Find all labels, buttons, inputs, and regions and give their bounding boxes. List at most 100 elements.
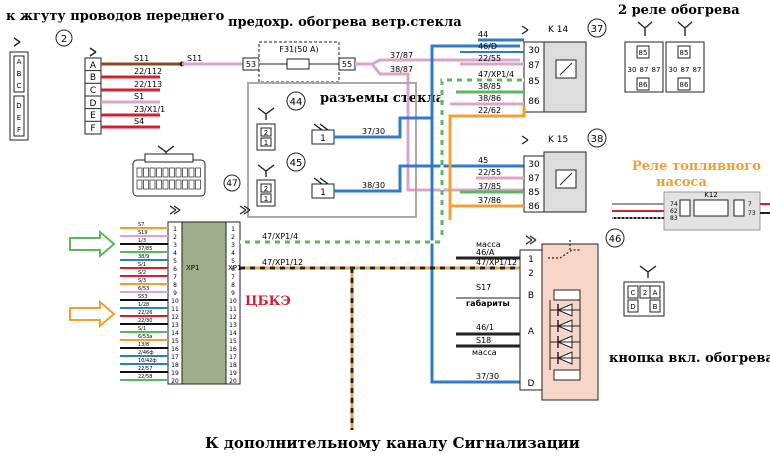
svg-text:22/62: 22/62 (478, 106, 501, 115)
svg-text:86: 86 (528, 97, 540, 107)
svg-text:74: 74 (670, 201, 678, 208)
cbke-icon-cell (175, 167, 182, 178)
cbke-icon-cell (182, 167, 188, 178)
cbke-pin-label: 9 (173, 290, 177, 297)
cbke-signal-wires: 47/XP1/4 47/XP1/12 (240, 232, 520, 430)
svg-text:A: A (528, 327, 535, 337)
svg-text:S18: S18 (476, 336, 491, 345)
cbke-pin-label: 17 (171, 354, 179, 361)
svg-text:85: 85 (528, 77, 539, 87)
svg-text:масса: масса (476, 240, 501, 249)
harness-wires: S11 22/112 22/113 S1 23/X1/1 S4 S11 (101, 54, 243, 129)
svg-text:30: 30 (669, 66, 678, 74)
cbke-pin-label: 11 (171, 306, 179, 313)
k15-wires: 45 22/55 37/85 37/86 (450, 156, 524, 208)
relay-icon-2: 85 30 87 87 86 (665, 21, 705, 93)
svg-text:K12: K12 (704, 191, 718, 199)
cbke-pin-label: 6 (231, 266, 235, 273)
cbke-wire-label: 2/46ф (138, 350, 154, 356)
cbke-wire-label: S/2 (138, 270, 146, 276)
cbke-wire-label: 38/9 (138, 254, 149, 260)
cbke-icon-cell (156, 167, 162, 178)
cbke-wire-label: 6/53a (138, 334, 152, 340)
bottom-caption: К дополнительному каналу Сигнализации (205, 434, 580, 452)
cbke-pin-label: 12 (229, 314, 237, 321)
svg-text:37/30: 37/30 (476, 372, 499, 381)
cbke-pin-label: 16 (229, 346, 237, 353)
cbke-pin-label: 9 (231, 290, 235, 297)
cbke-pin-label: 4 (231, 250, 235, 257)
relay-k14: K 14 30 87 85 86 (521, 25, 587, 113)
glass-connectors-title: разъемы стекла (320, 91, 445, 106)
cbke-pin-label: 13 (229, 322, 237, 329)
svg-text:44: 44 (290, 97, 303, 108)
relays-title: 2 реле обогрева (618, 3, 740, 18)
svg-text:44: 44 (478, 30, 488, 39)
cbke-pin-label: 15 (171, 338, 179, 345)
svg-text:масса: масса (472, 348, 497, 357)
cbke-wire-label: 1/28 (138, 302, 149, 308)
svg-text:38/85: 38/85 (478, 82, 501, 91)
svg-text:S17: S17 (476, 283, 491, 292)
svg-text:85: 85 (528, 188, 539, 198)
badge-44: 44 (286, 91, 306, 111)
svg-text:46/1: 46/1 (476, 323, 494, 332)
svg-text:30: 30 (628, 66, 637, 74)
fuel-relay-title-1: Реле топливного (632, 159, 761, 174)
cbke-icon-cell (162, 179, 169, 190)
cbke-icon-cell (195, 179, 201, 190)
glass-connector-45: 2 1 1 (256, 164, 335, 207)
badge-47: 47 (223, 174, 241, 192)
svg-text:87: 87 (640, 66, 649, 74)
svg-text:86: 86 (528, 202, 540, 212)
cbke-icon-cell (182, 179, 188, 190)
cbke-pin-label: 3 (231, 242, 235, 249)
svg-text:2: 2 (264, 185, 268, 193)
svg-text:1: 1 (264, 195, 268, 203)
button-title: кнопка вкл. обогрева (609, 351, 770, 366)
svg-text:A: A (653, 289, 658, 297)
svg-text:2: 2 (61, 34, 67, 45)
svg-text:87: 87 (528, 174, 539, 184)
svg-text:85: 85 (680, 49, 689, 57)
heating-button: 1 2 B A D (519, 235, 599, 401)
antenna-icon (677, 21, 693, 36)
cbke-wire-label: 22/30 (138, 318, 152, 324)
cbke-wire-label: 6/53 (138, 286, 149, 292)
svg-text:K 14: K 14 (548, 25, 568, 35)
svg-text:37/87: 37/87 (390, 51, 413, 60)
svg-text:47: 47 (226, 179, 237, 189)
svg-text:37/85: 37/85 (478, 182, 501, 191)
double-arrow-icon (239, 205, 251, 215)
badge-46: 46 (605, 228, 625, 248)
cbke-wire-label: S/1 (138, 262, 146, 268)
cbke-pin-label: 6 (173, 266, 177, 273)
cbke-wire-label: 22/58 (138, 374, 152, 380)
svg-text:7: 7 (748, 201, 752, 208)
cbke-icon-cell (149, 179, 156, 190)
relay-k15: K 15 30 87 85 86 (521, 135, 587, 213)
svg-text:55: 55 (342, 60, 352, 69)
svg-text:B: B (17, 70, 22, 78)
svg-text:E: E (17, 114, 21, 122)
cbke-pin-label: 19 (229, 370, 237, 377)
cbke-icon-cell (188, 179, 195, 190)
svg-text:F31(50 A): F31(50 A) (279, 45, 318, 54)
button-wires: масса 46/A 47/XP1/12 S17 габариты 46/1 S… (456, 240, 520, 381)
svg-text:37/30: 37/30 (362, 127, 385, 136)
cbke-pin-label: 5 (231, 258, 235, 265)
svg-text:86: 86 (639, 81, 648, 89)
double-arrow-icon (169, 205, 181, 215)
svg-text:E: E (90, 111, 96, 121)
svg-text:A: A (17, 58, 22, 66)
cbke-wire-label: 37/85 (138, 246, 152, 252)
svg-text:22/55: 22/55 (478, 54, 501, 63)
glass-connectors-box (247, 82, 417, 218)
svg-text:22/55: 22/55 (478, 168, 501, 177)
cbke-pin-label: 8 (231, 282, 235, 289)
relay-icon-1: 85 30 87 87 86 (624, 21, 664, 93)
svg-text:XP1: XP1 (186, 264, 199, 272)
svg-text:30: 30 (528, 46, 540, 56)
